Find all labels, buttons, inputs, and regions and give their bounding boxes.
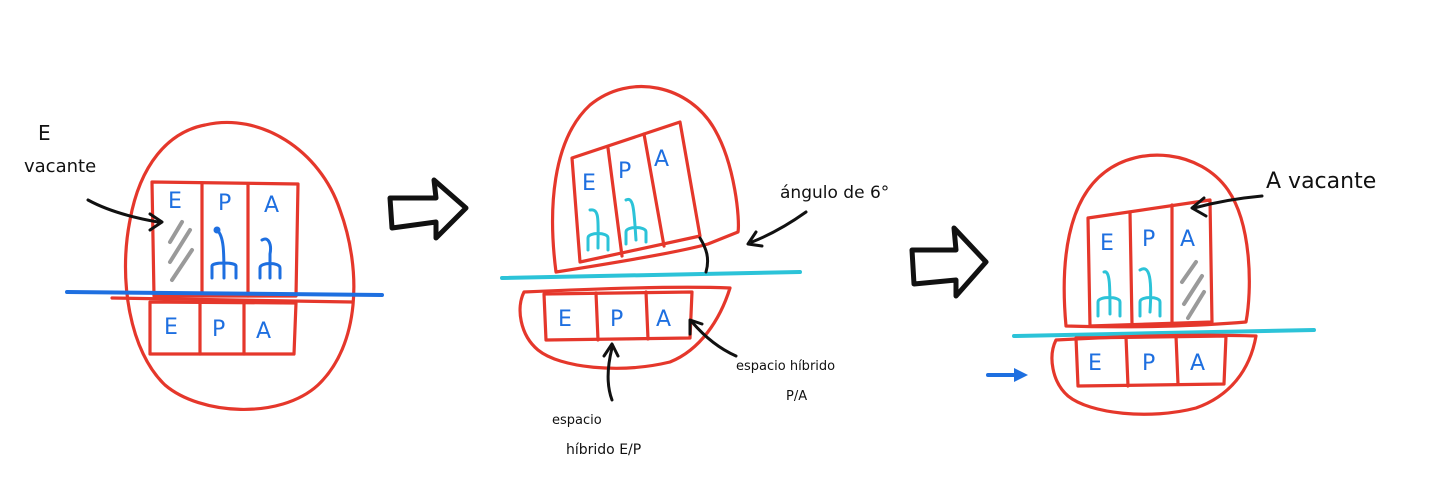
translocation-direction-arrow-icon xyxy=(986,368,1028,382)
large-subunit-sites: E P A xyxy=(570,120,702,264)
angle-pointer-arrow xyxy=(746,210,808,248)
hybrid-pa-pointer-arrow xyxy=(688,318,738,358)
trna-e-icon xyxy=(1096,270,1122,318)
site-label-e: E xyxy=(1088,351,1102,376)
trna-p-icon xyxy=(1138,267,1162,318)
site-label-a: A xyxy=(1180,227,1195,252)
site-label-e: E xyxy=(164,315,178,340)
trna-e-icon xyxy=(586,208,610,252)
step-arrow-icon xyxy=(387,177,469,241)
trna-a-icon xyxy=(258,237,282,280)
site-label-a: A xyxy=(264,193,279,218)
site-label-p: P xyxy=(212,317,225,342)
site-label-e: E xyxy=(168,189,182,214)
site-label-p: P xyxy=(218,191,231,216)
hybrid-pa-label: P/A xyxy=(786,389,807,404)
e-vacant-label: vacante xyxy=(24,156,96,177)
site-label-a: A xyxy=(256,319,271,344)
vacant-hatch xyxy=(1180,260,1206,320)
hybrid-ep-label: espacio xyxy=(552,413,602,428)
step-arrow-icon xyxy=(909,225,989,299)
trna-p-icon xyxy=(210,226,238,280)
panel-2: E P A E P A ángulo de 6° espacio híbrido xyxy=(500,84,889,458)
site-label-a: A xyxy=(654,147,669,172)
mrna-strand xyxy=(500,270,802,280)
site-label-e: E xyxy=(582,171,596,196)
hybrid-ep-label: híbrido E/P xyxy=(566,442,641,458)
site-label-p: P xyxy=(610,307,623,332)
small-subunit-sites: E P A xyxy=(1074,334,1228,388)
small-subunit-sites: E P A xyxy=(148,300,298,356)
small-subunit-outline xyxy=(518,285,732,370)
e-vacant-label: E xyxy=(38,121,51,145)
hybrid-ep-pointer-arrow xyxy=(602,342,620,402)
panel-1: E P A E P A E vacant xyxy=(24,120,384,411)
site-label-e: E xyxy=(1100,231,1114,256)
rotation-mark xyxy=(698,236,710,274)
site-label-p: P xyxy=(1142,351,1155,376)
panel-3: E P A E P A A vacante xyxy=(986,153,1376,416)
site-label-p: P xyxy=(618,159,631,184)
a-vacant-label: A vacante xyxy=(1266,169,1376,194)
mrna-strand xyxy=(1012,328,1316,338)
large-subunit-sites: E P A xyxy=(150,180,300,298)
pointer-arrow xyxy=(86,198,164,232)
site-label-a: A xyxy=(656,307,671,332)
vacant-hatch xyxy=(168,220,194,282)
large-subunit-outline xyxy=(1062,153,1251,329)
angle-label: ángulo de 6° xyxy=(780,183,889,203)
large-subunit-outline xyxy=(550,84,740,274)
site-label-p: P xyxy=(1142,227,1155,252)
subunit-divider xyxy=(110,296,354,304)
small-subunit-sites: E P A xyxy=(542,290,694,342)
hybrid-pa-label: espacio híbrido xyxy=(736,359,835,374)
site-label-a: A xyxy=(1190,351,1205,376)
ribosome-outline xyxy=(123,120,356,411)
mrna-strand xyxy=(65,290,384,297)
large-subunit-sites: E P A xyxy=(1086,198,1214,328)
site-label-e: E xyxy=(558,307,572,332)
trna-p-icon xyxy=(624,197,648,246)
pointer-arrow xyxy=(1190,194,1264,218)
